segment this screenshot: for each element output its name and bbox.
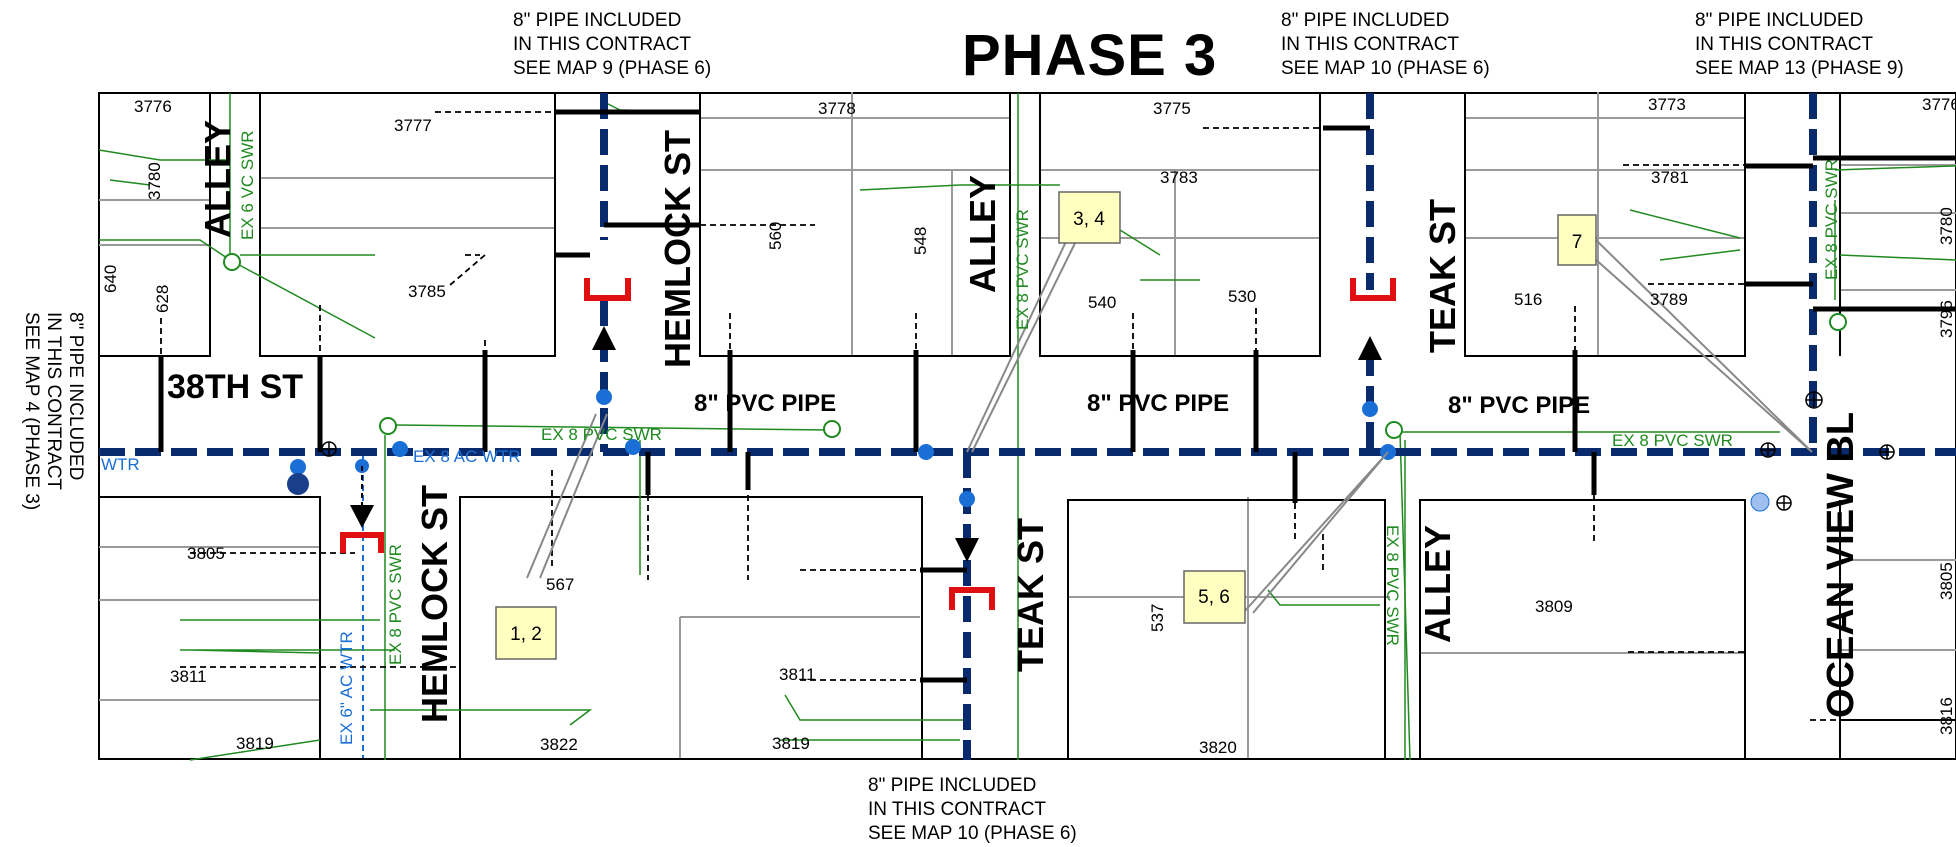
street-alley-3: ALLEY (1417, 525, 1458, 643)
new-services (158, 109, 1956, 683)
parcel-3816: 3816 (1937, 697, 1956, 735)
parcel-3796: 3796 (1937, 300, 1956, 338)
street-hemlock-upper: HEMLOCK ST (657, 130, 698, 368)
parcel-3811b: 3811 (779, 665, 816, 684)
street-teak-upper: TEAK ST (1422, 199, 1463, 353)
plug-symbols (340, 278, 1396, 610)
parcel-3820: 3820 (1199, 738, 1237, 757)
note-line: SEE MAP 9 (PHASE 6) (513, 58, 712, 79)
label-ex8-pvc-swr-v2: EX 8 PVC SWR (386, 544, 405, 665)
street-names: ALLEY HEMLOCK ST ALLEY TEAK ST 38TH ST H… (167, 120, 1862, 723)
parcel-530: 530 (1228, 287, 1256, 306)
note-bottom: 8" PIPE INCLUDED IN THIS CONTRACT SEE MA… (868, 774, 1077, 846)
label-ex8-pvc-swr-h1: EX 8 PVC SWR (541, 425, 662, 444)
note-line: SEE MAP 10 (PHASE 6) (1281, 58, 1490, 79)
parcel-3778: 3778 (818, 99, 856, 118)
parcel-628: 628 (153, 285, 172, 313)
note-line: SEE MAP 13 (PHASE 9) (1695, 58, 1904, 79)
note-line: 8" PIPE INCLUDED (868, 775, 1037, 796)
parcel-3811a: 3811 (170, 667, 207, 686)
parcel-3780b: 3780 (1937, 207, 1956, 245)
label-pvc-pipe-1: 8" PVC PIPE (694, 390, 836, 417)
parcel-numbers: 3776 3777 3778 3775 3773 3776 3783 3781 … (101, 95, 1956, 757)
valve-symbols (321, 391, 1895, 511)
parcel-3777: 3777 (394, 116, 432, 135)
callout-boxes: 1, 2 3, 4 5, 6 7 (495, 191, 1597, 660)
page-title: PHASE 3 (962, 23, 1218, 88)
note-line: 8" PIPE INCLUDED (1695, 10, 1864, 31)
note-line: SEE MAP 10 (PHASE 6) (868, 823, 1077, 844)
parcel-3822: 3822 (540, 735, 578, 754)
parcel-560: 560 (766, 222, 785, 250)
callout-5-6: 5, 6 (1198, 587, 1230, 608)
parcel-3819b: 3819 (772, 734, 810, 753)
parcel-548: 548 (911, 227, 930, 255)
parcel-516: 516 (1514, 290, 1542, 309)
flow-arrows (350, 326, 1382, 562)
parcel-3775: 3775 (1153, 99, 1191, 118)
parcel-3776b: 3776 (1922, 95, 1956, 114)
label-ex6-ac-wtr: EX 6" AC WTR (337, 631, 356, 745)
note-line: 8" PIPE INCLUDED (1281, 10, 1450, 31)
note-line: IN THIS CONTRACT (868, 799, 1047, 820)
parcel-3805b: 3805 (1937, 562, 1956, 600)
label-ex8-pvc-swr-v1: EX 8 PVC SWR (1013, 209, 1032, 330)
label-ex8-pvc-swr-v4: EX 8 PVC SWR (1822, 159, 1841, 280)
callout-leaders (526, 232, 1813, 614)
parcel-3773: 3773 (1648, 95, 1686, 114)
parcel-3805a: 3805 (187, 544, 225, 563)
note-line: IN THIS CONTRACT (1281, 34, 1460, 55)
label-ex8-ac-wtr: EX 8 AC WTR (413, 447, 521, 466)
parcel-540: 540 (1088, 293, 1116, 312)
parcel-3783: 3783 (1160, 168, 1198, 187)
water-nodes (290, 389, 1770, 512)
map-frame (98, 92, 1956, 760)
street-hemlock-lower: HEMLOCK ST (414, 485, 455, 723)
parcel-3781: 3781 (1651, 168, 1689, 187)
parcel-3780a: 3780 (145, 162, 164, 200)
label-ex6-vc-swr: EX 6 VC SWR (238, 130, 257, 240)
label-pvc-pipe-3: 8" PVC PIPE (1448, 392, 1590, 419)
street-alley-2: ALLEY (962, 175, 1003, 293)
street-38th: 38TH ST (167, 368, 303, 406)
new-lateral-dashes (160, 111, 1956, 721)
valve-cluster (287, 473, 309, 495)
callout-3-4: 3, 4 (1073, 209, 1105, 230)
note-top-mid: 8" PIPE INCLUDED IN THIS CONTRACT SEE MA… (1281, 9, 1490, 81)
parcel-567: 567 (546, 575, 574, 594)
note-left-side: 8" PIPE INCLUDED IN THIS CONTRACT SEE MA… (20, 312, 86, 510)
label-wtr-left: WTR (101, 455, 140, 474)
street-teak-lower: TEAK ST (1010, 518, 1051, 672)
parcel-3809: 3809 (1535, 597, 1573, 616)
parcel-537: 537 (1148, 604, 1167, 632)
label-ex8-pvc-swr-h2: EX 8 PVC SWR (1612, 431, 1733, 450)
note-top-left: 8" PIPE INCLUDED IN THIS CONTRACT SEE MA… (513, 9, 711, 81)
manholes (223, 253, 1847, 439)
callout-7: 7 (1572, 232, 1583, 253)
note-line: 8" PIPE INCLUDED (513, 10, 682, 31)
callout-1-2: 1, 2 (510, 624, 542, 645)
street-alley-1: ALLEY (197, 120, 238, 238)
parcel-3785: 3785 (408, 282, 446, 301)
parcel-3789: 3789 (1650, 290, 1688, 309)
note-line: 8" PIPE INCLUDED (65, 312, 86, 481)
note-top-right: 8" PIPE INCLUDED IN THIS CONTRACT SEE MA… (1695, 9, 1904, 81)
label-pvc-pipe-2: 8" PVC PIPE (1087, 390, 1229, 417)
label-ex8-pvc-swr-v3: EX 8 PVC SWR (1383, 525, 1402, 646)
street-ocean-view: OCEAN VIEW BL (1820, 412, 1862, 718)
note-line: IN THIS CONTRACT (513, 34, 692, 55)
note-line: SEE MAP 4 (PHASE 3) (21, 312, 42, 511)
parcel-3776a: 3776 (134, 97, 172, 116)
note-line: IN THIS CONTRACT (43, 312, 64, 491)
note-line: IN THIS CONTRACT (1695, 34, 1874, 55)
parcel-3819a: 3819 (236, 734, 274, 753)
existing-line-labels: EX 6 VC SWR EX 8 PVC SWR EX 8 PVC SWR EX… (101, 130, 1841, 745)
pipe-labels: 8" PVC PIPE 8" PVC PIPE 8" PVC PIPE (694, 390, 1590, 419)
parcel-640: 640 (101, 265, 120, 293)
